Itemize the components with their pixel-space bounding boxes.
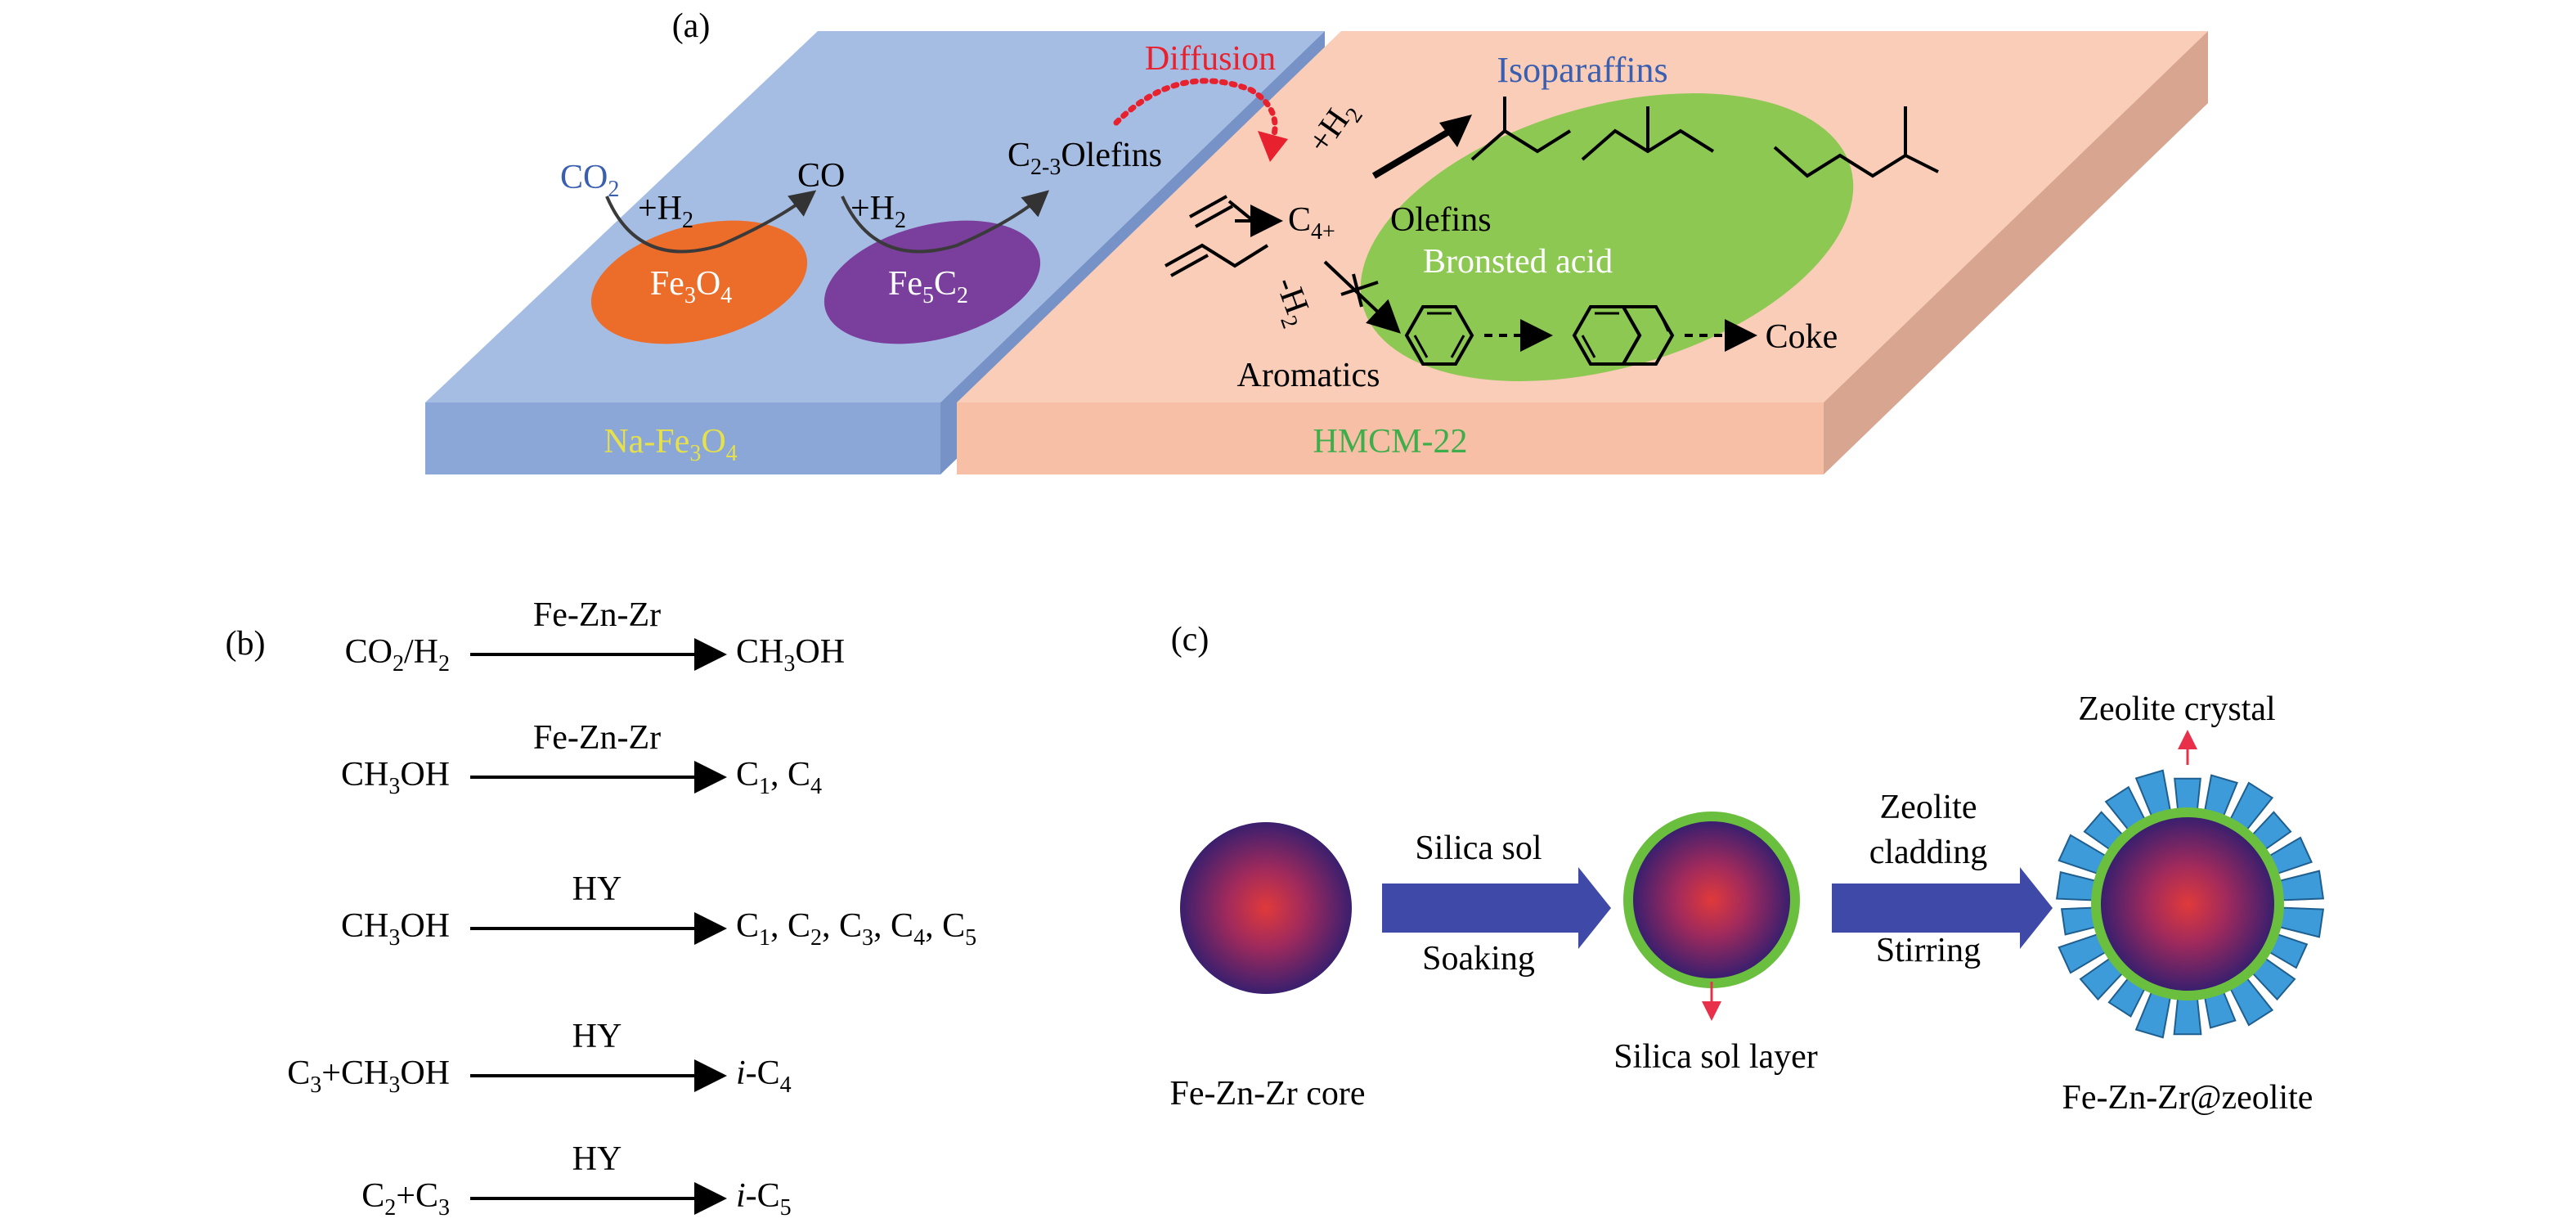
hmcm-slab-side xyxy=(1824,31,2208,474)
fe5c2-particle xyxy=(824,220,1041,344)
reaction-catalyst: Fe-Zn-Zr xyxy=(533,719,661,757)
panel-c-label: (c) xyxy=(1171,621,1209,659)
reaction-reactants: CO2/H2 xyxy=(345,633,450,677)
reaction-catalyst: HY xyxy=(572,1018,622,1055)
reaction-products: C1, C4 xyxy=(736,756,822,799)
fe3o4-particle xyxy=(590,220,808,344)
diffusion-label: Diffusion xyxy=(1145,40,1276,78)
plus-h2-label-1: +H2 xyxy=(638,190,693,233)
panel-a-label: (a) xyxy=(672,7,711,45)
isoparaffin-molecule-3 xyxy=(1773,146,1939,178)
reaction-catalyst: HY xyxy=(572,1140,622,1178)
bronsted-acid-label: Bronsted acid xyxy=(1423,243,1613,281)
reaction-reactants: CH3OH xyxy=(341,756,450,799)
soaking-arrow xyxy=(1382,867,1611,949)
co2-to-co-arrow xyxy=(605,190,817,254)
c4-label: C4+ xyxy=(1288,201,1335,245)
c23-olefins-label: C2-3Olefins xyxy=(1008,137,1162,180)
reaction-row: C3+CH3OH HY i-C4 xyxy=(287,1018,791,1098)
diffusion-arrow xyxy=(1113,78,1278,146)
fe5c2-label: Fe5C2 xyxy=(888,265,968,308)
isoparaffin-molecule-1 xyxy=(1470,128,1572,161)
diffusion-arrowhead xyxy=(1258,131,1288,162)
silica-sol-step-label: Silica sol xyxy=(1415,830,1542,867)
reaction-products: C1, C2, C3, C4, C5 xyxy=(736,907,976,951)
zeolite-step-label-1: Zeolite xyxy=(1880,789,1977,826)
reaction-reactants: C3+CH3OH xyxy=(287,1054,450,1098)
bronsted-acid-ellipse xyxy=(1360,93,1854,381)
hmcm-22-label: HMCM-22 xyxy=(1313,423,1467,461)
panel-b: (b) CO2/H2Fe-Zn-ZrCH3OHCH3OHFe-Zn-ZrC1, … xyxy=(226,596,977,1221)
final-core xyxy=(2101,817,2274,991)
reaction-catalyst: HY xyxy=(572,870,622,908)
fe-zn-zr-core xyxy=(1180,822,1352,994)
panel-b-label: (b) xyxy=(226,625,266,663)
stirring-arrow xyxy=(1832,867,2053,949)
na-fe3o4-label: Na-Fe3O4 xyxy=(604,423,737,466)
olefin-molecule-2 xyxy=(1165,243,1269,268)
zeolite-crystal xyxy=(2173,994,2202,1036)
isoparaffins-label: Isoparaffins xyxy=(1497,50,1667,90)
reaction-products: CH3OH xyxy=(736,633,845,677)
zeolite-crystal-label: Zeolite crystal xyxy=(2078,690,2275,728)
reaction-catalyst: Fe-Zn-Zr xyxy=(533,596,661,634)
reaction-products: i-C5 xyxy=(736,1177,792,1221)
reaction-reactants: C2+C3 xyxy=(361,1177,450,1221)
zeolite-step-label-2: cladding xyxy=(1869,834,1988,871)
olefin-molecule-1 xyxy=(1189,195,1227,218)
panel-c: (c) Fe-Zn-Zr core Silica sol Soaking Sil… xyxy=(1169,621,2325,1117)
panel-a: (a) Diffusion Isoparaffins CO2 +H2 CO +H… xyxy=(425,7,2208,474)
reaction-row: C2+C3 HY i-C5 xyxy=(361,1140,791,1221)
hmcm-slab-front xyxy=(957,402,1824,474)
blocked-cross xyxy=(1340,281,1379,296)
core-label: Fe-Zn-Zr core xyxy=(1169,1075,1365,1113)
final-product-label: Fe-Zn-Zr@zeolite xyxy=(2062,1079,2313,1117)
soaking-label: Soaking xyxy=(1422,940,1535,978)
co-label: CO xyxy=(797,157,845,195)
reaction-row: CH3OH HY C1, C2, C3, C4, C5 xyxy=(341,870,976,951)
fe3o4-label: Fe3O4 xyxy=(650,265,732,308)
to-isoparaffins-arrowhead xyxy=(1439,115,1472,147)
aromatics-label: Aromatics xyxy=(1237,357,1380,394)
na-fe3o4-slab-front xyxy=(425,402,940,474)
reaction-reactants: CH3OH xyxy=(341,907,450,951)
coke-label: Coke xyxy=(1766,318,1838,356)
co-to-olefins-arrow xyxy=(841,190,1050,254)
stirring-label: Stirring xyxy=(1876,932,1981,969)
to-benzene-arrow xyxy=(1323,260,1401,334)
benzene-molecule xyxy=(1404,305,1474,366)
reaction-products: i-C4 xyxy=(736,1054,792,1098)
olefins-label: Olefins xyxy=(1390,201,1492,239)
plus-h2-label-2: +H2 xyxy=(850,190,906,233)
co2-label: CO2 xyxy=(560,159,619,202)
silica-sol-layer-label: Silica sol layer xyxy=(1613,1038,1818,1076)
